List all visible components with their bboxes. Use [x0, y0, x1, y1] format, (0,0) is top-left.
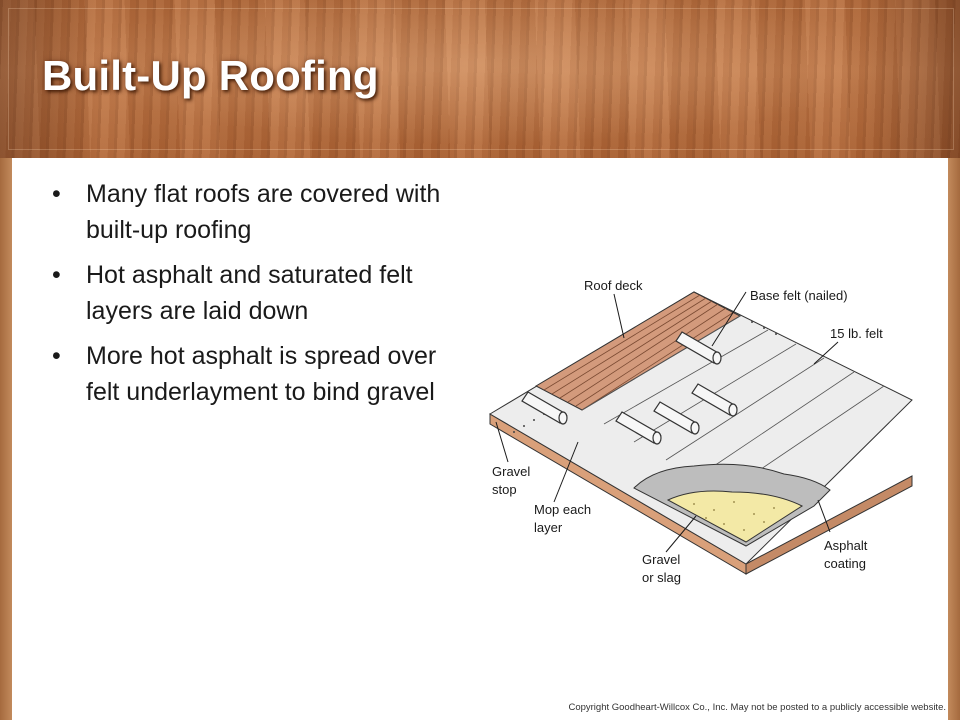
bullet-text: More hot asphalt is spread over felt und… [86, 342, 437, 406]
bullet-item: • More hot asphalt is spread over felt un… [50, 338, 450, 410]
bullet-text: Many flat roofs are covered with built-u… [86, 180, 441, 244]
bullet-glyph: • [52, 261, 61, 289]
label-gravel-stop: stop [492, 482, 517, 497]
label-gravel-or-slag: or slag [642, 570, 681, 585]
felt-rolls [521, 331, 738, 445]
label-roof-deck: Roof deck [584, 278, 643, 293]
label-asphalt-coating: Asphalt [824, 538, 868, 553]
label-15lb-felt: 15 lb. felt [830, 326, 883, 341]
title-banner [0, 0, 960, 158]
label-base-felt: Base felt (nailed) [750, 288, 848, 303]
bullet-item: • Hot asphalt and saturated felt layers a… [50, 257, 450, 329]
label-gravel-or-slag: Gravel [642, 552, 680, 567]
built-up-roof-diagram: Roof deck Base felt (nailed) 15 lb. felt… [489, 278, 913, 585]
felt-seam-lines [581, 315, 885, 495]
bullet-item: • Many flat roofs are covered with built-… [50, 176, 450, 248]
left-wood-border [0, 158, 12, 720]
roof-side-edge [745, 475, 913, 575]
label-mop-each-layer: layer [534, 520, 563, 535]
copyright-notice: Copyright Goodheart-Willcox Co., Inc. Ma… [568, 702, 946, 713]
bullet-glyph: • [52, 180, 61, 208]
title-banner-shade [0, 0, 960, 158]
label-gravel-stop: Gravel [492, 464, 530, 479]
bullet-text: Hot asphalt and saturated felt layers ar… [86, 261, 413, 325]
deck-plank-lines [543, 294, 735, 411]
title-banner-frame [8, 8, 954, 150]
label-mop-each-layer: Mop each [534, 502, 591, 517]
label-asphalt-coating: coating [824, 556, 866, 571]
bullet-list: • Many flat roofs are covered with built-… [50, 176, 450, 419]
slide-title: Built-Up Roofing [42, 52, 379, 99]
gravel-speckles [693, 501, 775, 531]
bullet-glyph: • [52, 342, 61, 370]
gravel-layer [666, 490, 804, 543]
leader-lines [495, 291, 839, 553]
right-wood-border [948, 158, 960, 720]
